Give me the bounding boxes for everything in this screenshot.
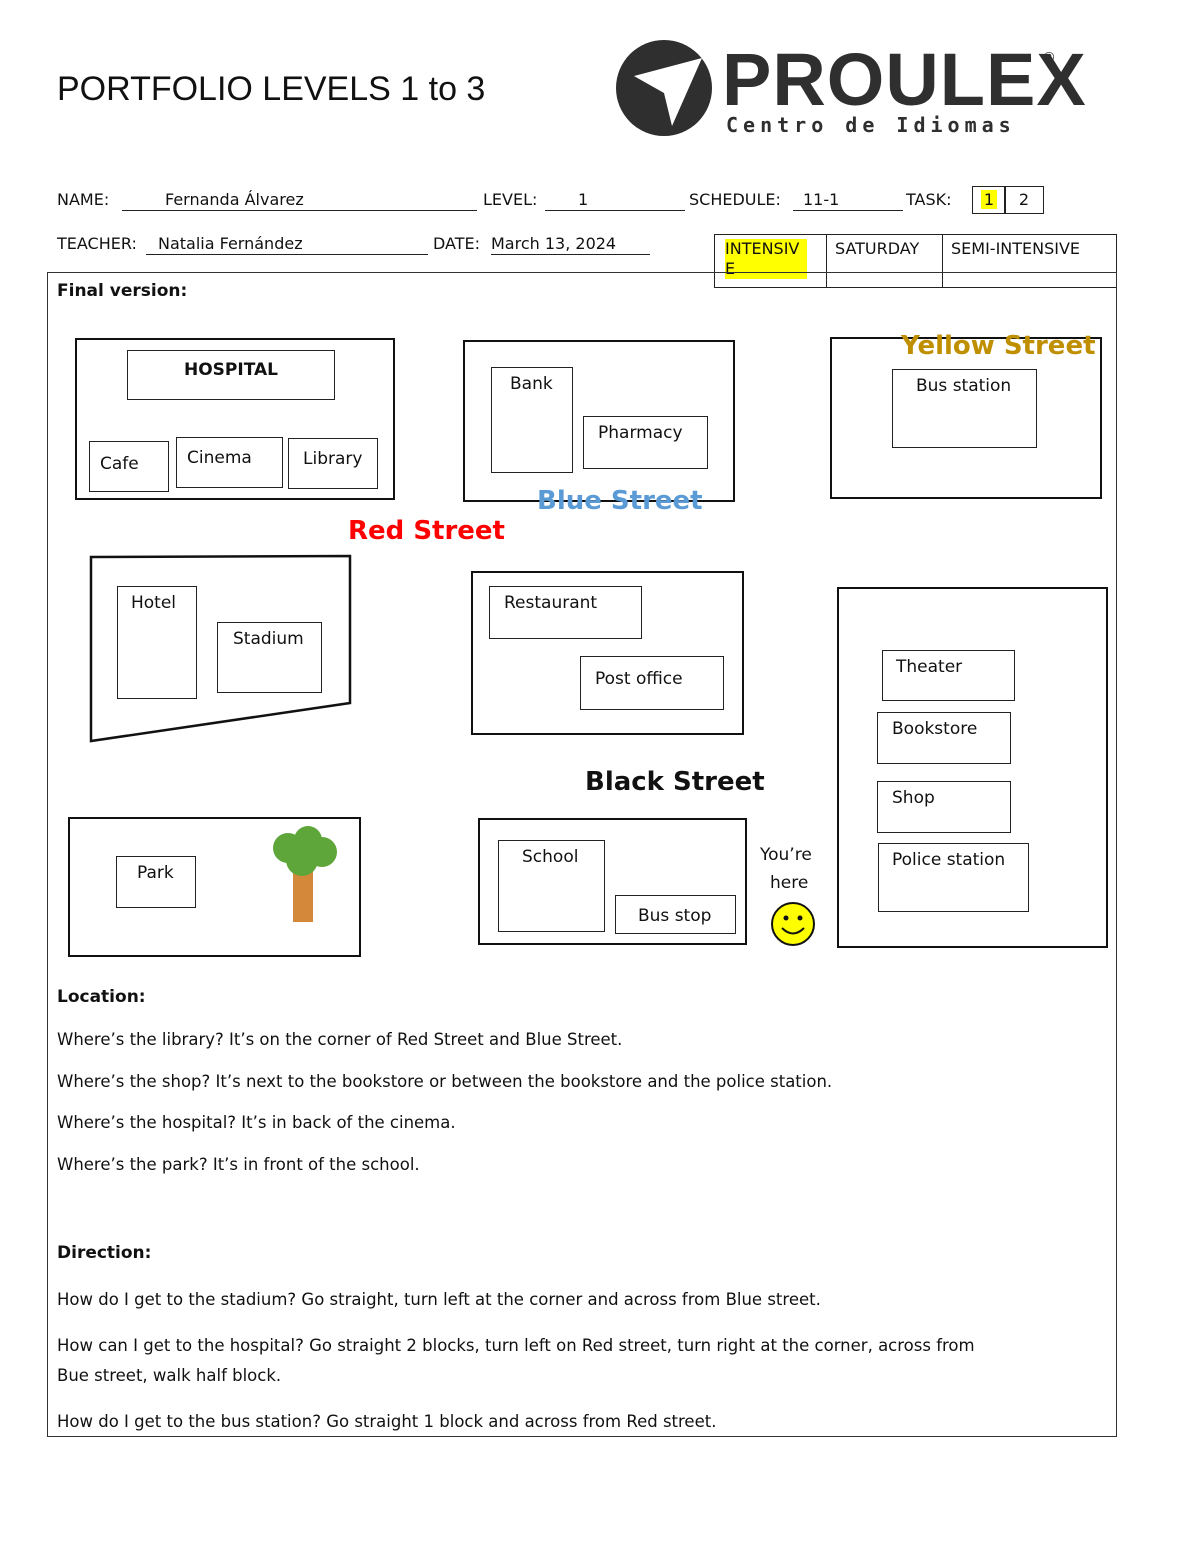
hotel-building: Hotel xyxy=(117,586,197,699)
name-label: NAME: xyxy=(57,190,110,209)
smiley-icon xyxy=(771,902,815,946)
name-value: Fernanda Álvarez xyxy=(165,190,304,209)
location-heading: Location: xyxy=(57,987,146,1007)
final-version-frame xyxy=(47,272,1117,1437)
red-street-label: Red Street xyxy=(348,516,505,546)
direction-line: Bue street, walk half block. xyxy=(57,1366,282,1385)
tree-icon xyxy=(273,826,337,922)
direction-heading: Direction: xyxy=(57,1243,152,1263)
park-area: Park xyxy=(116,856,196,908)
block-park xyxy=(68,817,361,957)
level-label: LEVEL: xyxy=(483,190,538,209)
block-hotel xyxy=(89,554,352,743)
level-field[interactable]: 1 xyxy=(545,190,685,211)
school-building: School xyxy=(498,840,605,932)
post-office-building: Post office xyxy=(580,656,724,710)
bookstore-building: Bookstore xyxy=(877,712,1011,764)
cinema-building: Cinema xyxy=(176,437,283,488)
block-bus-station xyxy=(830,337,1102,499)
direction-line: How do I get to the bus station? Go stra… xyxy=(57,1412,717,1431)
location-line: Where’s the park? It’s in front of the s… xyxy=(57,1155,420,1174)
blue-street-label: Blue Street xyxy=(537,486,703,516)
bank-building: Bank xyxy=(491,367,573,473)
you-are-here-label-1: You’re xyxy=(760,845,812,865)
location-line: Where’s the hospital? It’s in back of th… xyxy=(57,1113,456,1132)
block-theater xyxy=(837,587,1108,948)
direction-line: How do I get to the stadium? Go straight… xyxy=(57,1290,821,1309)
you-are-here-label-2: here xyxy=(770,873,809,893)
police-station-building: Police station xyxy=(878,843,1029,912)
page-title: PORTFOLIO LEVELS 1 to 3 xyxy=(57,70,486,108)
schedule-label: SCHEDULE: xyxy=(689,190,781,209)
date-value: March 13, 2024 xyxy=(491,234,617,253)
theater-building: Theater xyxy=(882,650,1015,701)
yellow-street-label: Yellow Street xyxy=(901,331,1096,361)
location-line: Where’s the shop? It’s next to the books… xyxy=(57,1072,833,1091)
stadium-building: Stadium xyxy=(217,622,322,693)
bus-station-building: Bus station xyxy=(892,369,1037,448)
schedule-value: 11-1 xyxy=(803,190,840,209)
black-street-label: Black Street xyxy=(585,767,765,797)
brand-subtitle: Centro de Idiomas xyxy=(726,113,1016,137)
hospital-building: HOSPITAL xyxy=(127,350,335,400)
date-label: DATE: xyxy=(433,234,481,253)
pharmacy-building: Pharmacy xyxy=(583,416,708,469)
teacher-field[interactable]: Natalia Fernández xyxy=(146,234,428,255)
location-line: Where’s the library? It’s on the corner … xyxy=(57,1030,623,1049)
proulex-logo-icon xyxy=(616,40,712,136)
schedule-field[interactable]: 11-1 xyxy=(793,190,903,211)
shop-building: Shop xyxy=(877,781,1011,833)
direction-line: How can I get to the hospital? Go straig… xyxy=(57,1336,975,1355)
block-school xyxy=(478,818,747,945)
bus-stop: Bus stop xyxy=(615,895,736,934)
restaurant-building: Restaurant xyxy=(489,586,642,639)
teacher-label: TEACHER: xyxy=(57,234,137,253)
teacher-value: Natalia Fernández xyxy=(158,234,303,253)
task-option-1[interactable]: 1 xyxy=(972,186,1006,214)
cafe-building: Cafe xyxy=(89,441,169,492)
brand-name: PROULEX xyxy=(722,38,1087,121)
block-bank xyxy=(463,340,735,502)
task-label: TASK: xyxy=(906,190,952,209)
block-restaurant xyxy=(471,571,744,735)
level-value: 1 xyxy=(578,190,589,209)
schedule-type-semi-intensive[interactable]: SEMI-INTENSIVE xyxy=(942,234,1117,288)
block-hospital xyxy=(75,338,395,500)
task-option-2[interactable]: 2 xyxy=(1004,186,1044,214)
final-version-label: Final version: xyxy=(57,281,188,301)
name-field[interactable]: Fernanda Álvarez xyxy=(122,190,477,211)
registered-mark: ® xyxy=(1042,50,1056,66)
library-building: Library xyxy=(288,438,378,489)
date-field[interactable]: March 13, 2024 xyxy=(491,234,650,255)
